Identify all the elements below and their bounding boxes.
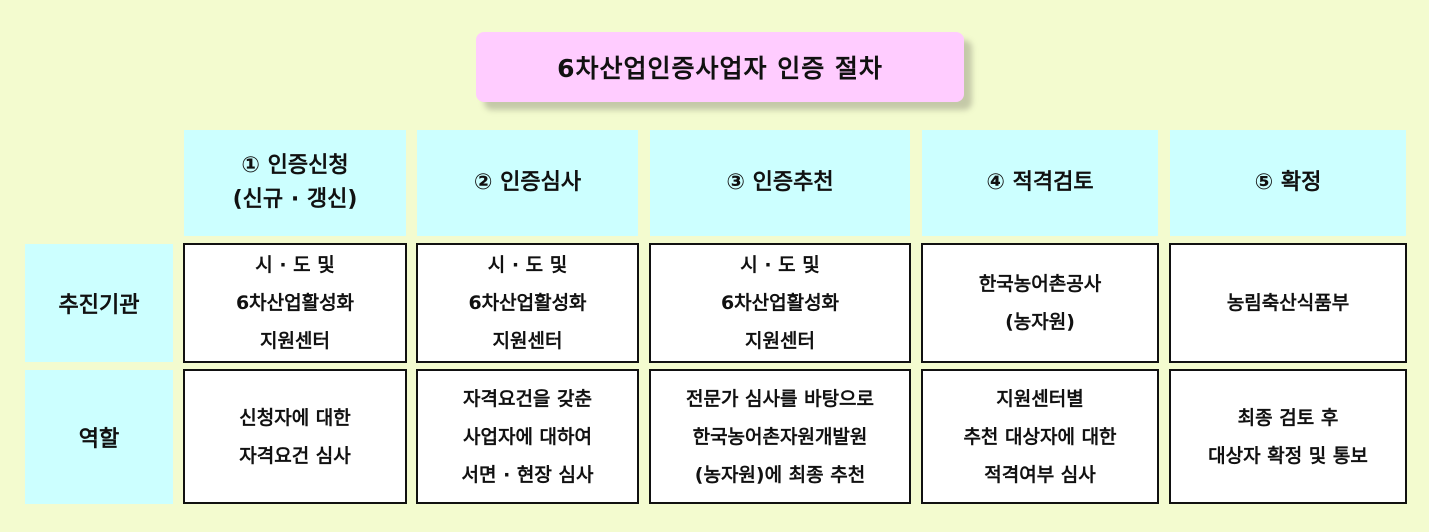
cell-line: 시 · 도 및: [255, 254, 335, 276]
cell-line: 지원센터: [745, 330, 815, 352]
cell-line: 시 · 도 및: [487, 254, 568, 276]
cell-line: 지원센터: [492, 330, 563, 352]
agency-cell-5: 농림축산식품부: [1169, 243, 1407, 363]
cell-line: 6차산업활성화: [235, 292, 355, 314]
row-label-role: 역할: [25, 370, 173, 504]
cell-line: 자격요건 심사: [239, 444, 351, 467]
cell-line: (농자원): [1005, 311, 1075, 333]
step-header-line: ① 인증신청: [241, 152, 349, 178]
cell-line: 사업자에 대하여: [463, 425, 592, 448]
step-header-3: ③ 인증추천: [650, 130, 910, 236]
cell-line: 시 · 도 및: [740, 254, 820, 276]
agency-cell-3: 시 · 도 및 6차산업활성화 지원센터: [649, 243, 911, 363]
diagram-title: 6차산업인증사업자 인증 절차: [476, 32, 964, 102]
role-cell-4: 지원센터별 추천 대상자에 대한 적격여부 심사: [921, 369, 1159, 504]
cell-line: 한국농어촌공사: [978, 273, 1102, 295]
step-header-5: ⑤ 확정: [1170, 130, 1406, 236]
cell-line: 한국농어촌자원개발원: [692, 425, 868, 448]
cell-line: 6차산업활성화: [720, 292, 840, 314]
agency-cell-1: 시 · 도 및 6차산업활성화 지원센터: [183, 243, 407, 363]
step-header-2: ② 인증심사: [417, 130, 638, 236]
cell-line: (농자원)에 최종 추천: [694, 463, 866, 486]
step-header-1: ① 인증신청 (신규 · 갱신): [184, 130, 406, 236]
cell-line: 서면 · 현장 심사: [461, 463, 594, 486]
cell-line: 전문가 심사를 바탕으로: [685, 387, 875, 410]
cell-line: 농림축산식품부: [1226, 292, 1350, 314]
cell-line: 지원센터: [260, 330, 330, 352]
cell-line: 최종 검토 후: [1237, 406, 1339, 429]
step-header-line: ② 인증심사: [473, 169, 582, 195]
cell-line: 자격요건을 갖춘: [463, 387, 592, 410]
step-header-line: ③ 인증추천: [726, 169, 834, 195]
cell-line: 추천 대상자에 대한: [963, 425, 1117, 448]
step-header-line: (신규 · 갱신): [232, 187, 358, 212]
cell-line: 6차산업활성화: [468, 292, 587, 314]
cell-line: 대상자 확정 및 통보: [1208, 444, 1368, 467]
agency-cell-4: 한국농어촌공사 (농자원): [921, 243, 1159, 363]
step-header-line: ④ 적격검토: [986, 169, 1094, 195]
role-cell-2: 자격요건을 갖춘 사업자에 대하여 서면 · 현장 심사: [416, 369, 639, 504]
cell-line: 신청자에 대한: [239, 406, 351, 429]
role-cell-1: 신청자에 대한 자격요건 심사: [183, 369, 407, 504]
step-header-4: ④ 적격검토: [922, 130, 1158, 236]
cell-line: 적격여부 심사: [984, 463, 1096, 486]
agency-cell-2: 시 · 도 및 6차산업활성화 지원센터: [416, 243, 639, 363]
role-cell-5: 최종 검토 후 대상자 확정 및 통보: [1169, 369, 1407, 504]
step-header-line: ⑤ 확정: [1254, 169, 1322, 195]
row-label-agency: 추진기관: [25, 244, 173, 362]
cell-line: 지원센터별: [996, 387, 1084, 410]
role-cell-3: 전문가 심사를 바탕으로 한국농어촌자원개발원 (농자원)에 최종 추천: [649, 369, 911, 504]
